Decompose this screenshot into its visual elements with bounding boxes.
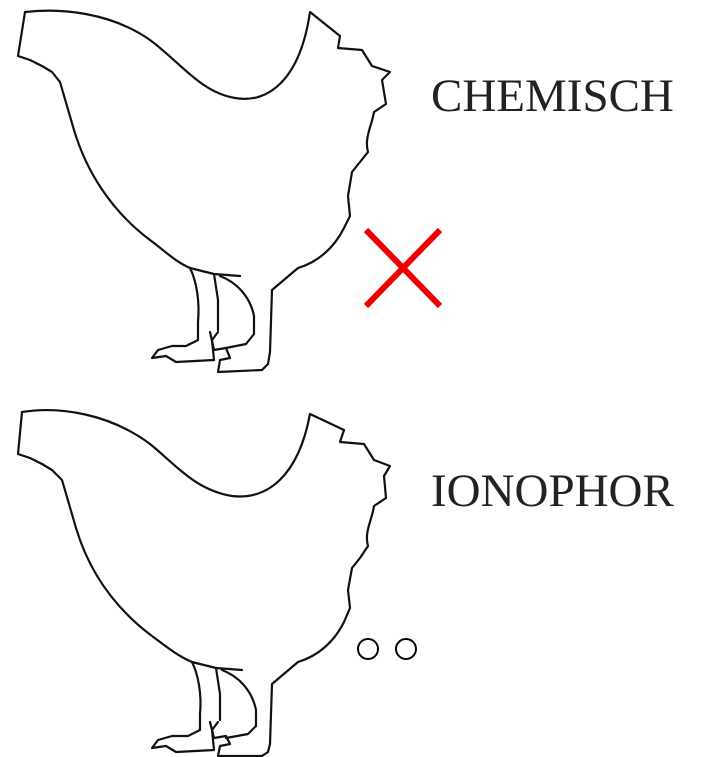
panel-chemisch: CHEMISCH: [0, 0, 705, 380]
red-x-icon: [0, 0, 705, 380]
panel-ionophor: IONOPHOR: [0, 380, 705, 757]
two-circles-icon: [0, 380, 705, 757]
